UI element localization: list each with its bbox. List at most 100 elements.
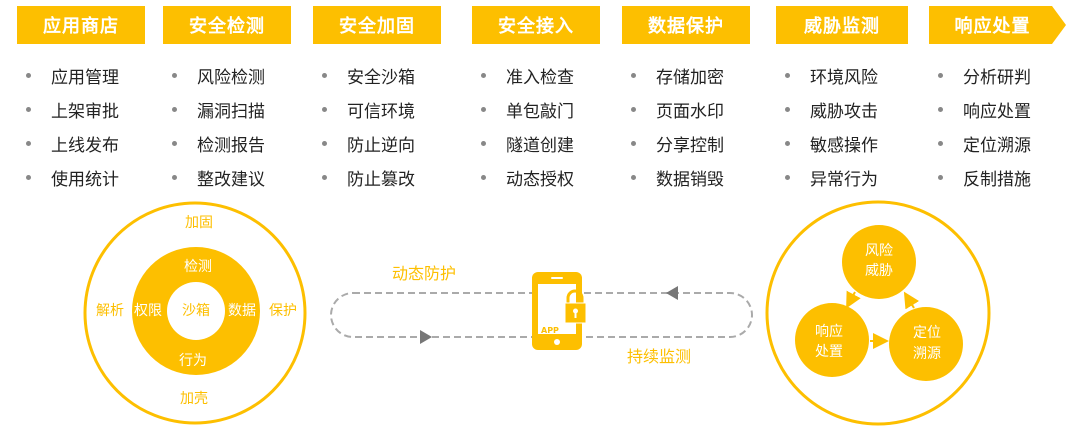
list-item: 上架审批 <box>17 92 145 126</box>
list-item: 反制措施 <box>929 160 1066 194</box>
node-risk-threat <box>842 225 916 299</box>
list-item: 可信环境 <box>313 92 441 126</box>
list-item: 分享控制 <box>622 126 750 160</box>
column-security-hardening: 安全加固 安全沙箱 可信环境 防止逆向 防止篡改 <box>313 6 441 194</box>
bullet-icon <box>322 72 327 78</box>
outer-ring <box>765 200 991 426</box>
bullet-icon <box>938 106 943 112</box>
node-label: 处置 <box>815 344 843 360</box>
column-header: 响应处置 <box>929 6 1066 44</box>
column-security-check: 安全检测 风险检测 漏洞扫描 检测报告 整改建议 <box>163 6 291 194</box>
bullet-icon <box>785 106 790 112</box>
node-label: 风险 <box>865 243 893 259</box>
outer-ring <box>83 201 307 425</box>
bullet-icon <box>172 140 177 146</box>
label-ring-right: 数据 <box>228 303 256 319</box>
bullet-icon <box>631 72 636 78</box>
list-item: 页面水印 <box>622 92 750 126</box>
list-item: 威胁攻击 <box>776 92 908 126</box>
bullet-icon <box>631 106 636 112</box>
node-response <box>795 303 869 377</box>
inner-circle <box>167 282 225 340</box>
label-center: 沙箱 <box>182 303 210 319</box>
column-threat-monitoring: 威胁监测 环境风险 威胁攻击 敏感操作 异常行为 <box>776 6 908 194</box>
node-label: 威胁 <box>865 263 893 279</box>
phone-lock-icon: APP <box>532 272 587 350</box>
list-item: 隧道创建 <box>472 126 600 160</box>
list-item: 整改建议 <box>163 160 291 194</box>
label-outer-right: 保护 <box>269 303 297 319</box>
label-outer-left: 解析 <box>96 303 124 319</box>
list-item: 检测报告 <box>163 126 291 160</box>
list-item: 分析研判 <box>929 58 1066 92</box>
bullet-icon <box>481 72 486 78</box>
column-app-store: 应用商店 应用管理 上架审批 上线发布 使用统计 <box>17 6 145 194</box>
column-header: 安全加固 <box>313 6 441 44</box>
column-header: 数据保护 <box>622 6 750 44</box>
bullet-icon <box>172 174 177 180</box>
label-outer-top: 加固 <box>185 215 213 231</box>
column-header: 应用商店 <box>17 6 145 44</box>
bullet-icon <box>481 140 486 146</box>
bullet-icon <box>172 72 177 78</box>
list-item: 准入检查 <box>472 58 600 92</box>
list-item: 环境风险 <box>776 58 908 92</box>
label-dynamic-protection: 动态防护 <box>392 264 456 283</box>
list-item: 风险检测 <box>163 58 291 92</box>
column-header: 安全检测 <box>163 6 291 44</box>
arrow-icon <box>846 290 861 309</box>
column-response: 响应处置 分析研判 响应处置 定位溯源 反制措施 <box>929 6 1066 194</box>
bullet-icon <box>322 174 327 180</box>
bullet-icon <box>322 140 327 146</box>
list-item: 使用统计 <box>17 160 145 194</box>
list-item: 敏感操作 <box>776 126 908 160</box>
bullet-icon <box>481 174 486 180</box>
label-ring-top: 检测 <box>184 259 212 275</box>
list-item: 防止篡改 <box>313 160 441 194</box>
label-outer-bottom: 加壳 <box>180 390 208 407</box>
label-ring-left: 权限 <box>134 303 162 319</box>
column-data-protection: 数据保护 存储加密 页面水印 分享控制 数据销毁 <box>622 6 750 194</box>
column-header: 安全接入 <box>472 6 600 44</box>
arrow-right-icon <box>420 330 432 344</box>
bullet-icon <box>26 72 31 78</box>
node-label: 溯源 <box>913 346 941 362</box>
node-label: 响应 <box>815 323 843 340</box>
list-item: 应用管理 <box>17 58 145 92</box>
bullet-icon <box>172 106 177 112</box>
list-item: 数据销毁 <box>622 160 750 194</box>
sandbox-diagram: 加固 加壳 解析 保护 沙箱 检测 行为 权限 数据 <box>83 201 307 425</box>
bullet-icon <box>322 106 327 112</box>
node-label: 定位 <box>913 325 941 341</box>
bullet-icon <box>938 72 943 78</box>
list-item: 定位溯源 <box>929 126 1066 160</box>
label-ring-bottom: 行为 <box>179 353 207 369</box>
list-item: 单包敲门 <box>472 92 600 126</box>
bullet-icon <box>785 72 790 78</box>
node-trace <box>889 307 963 381</box>
bullet-icon <box>26 174 31 180</box>
label-continuous-monitoring: 持续监测 <box>627 347 691 366</box>
app-label: APP <box>541 326 559 335</box>
bullet-icon <box>785 140 790 146</box>
list-item: 上线发布 <box>17 126 145 160</box>
list-item: 响应处置 <box>929 92 1066 126</box>
list-item: 防止逆向 <box>313 126 441 160</box>
list-item: 存储加密 <box>622 58 750 92</box>
bullet-icon <box>26 106 31 112</box>
list-item: 漏洞扫描 <box>163 92 291 126</box>
column-header: 威胁监测 <box>776 6 908 44</box>
bullet-icon <box>631 174 636 180</box>
arrow-icon <box>903 291 920 310</box>
response-cycle-diagram: 风险 威胁 响应 处置 定位 溯源 <box>765 200 991 426</box>
list-item: 动态授权 <box>472 160 600 194</box>
bullet-icon <box>938 174 943 180</box>
bullet-icon <box>938 140 943 146</box>
list-item: 安全沙箱 <box>313 58 441 92</box>
column-secure-access: 安全接入 准入检查 单包敲门 隧道创建 动态授权 <box>472 6 600 194</box>
bullet-icon <box>631 140 636 146</box>
list-item: 异常行为 <box>776 160 908 194</box>
protection-loop: 动态防护 持续监测 APP <box>330 264 753 366</box>
bullet-icon <box>26 140 31 146</box>
